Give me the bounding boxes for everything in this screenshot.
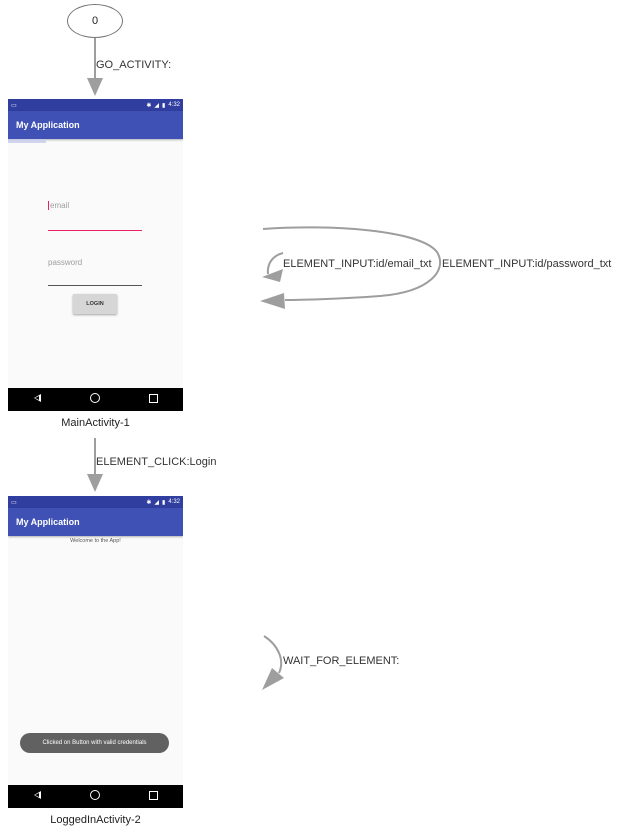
login-button-label: LOGIN	[86, 301, 104, 307]
edge-wait-loop	[263, 635, 283, 674]
toast-text: Clicked on Button with valid credentials	[42, 740, 147, 746]
toast-message: Clicked on Button with valid credentials	[20, 733, 169, 753]
node-label-loggedin-activity: LoggedInActivity-2	[50, 814, 141, 826]
arrowhead-element-click	[87, 474, 103, 492]
arrowhead-go-activity	[87, 78, 103, 96]
home-button[interactable]	[80, 393, 110, 406]
battery-icon: ▮	[162, 102, 166, 109]
action-bar: My Application	[8, 508, 183, 536]
bluetooth-icon: ✱	[146, 499, 152, 506]
home-icon	[90, 393, 101, 403]
back-icon	[33, 791, 41, 799]
app-title: My Application	[16, 517, 80, 527]
back-button[interactable]	[22, 791, 52, 802]
status-bar: ▭ ✱ ◢ ▮ 4:32	[8, 99, 183, 111]
edge-password-input-loop	[262, 226, 442, 301]
start-node: 0	[67, 4, 123, 38]
nav-bar	[8, 388, 183, 411]
status-bar: ▭ ✱ ◢ ▮ 4:32	[8, 496, 183, 508]
signal-icon: ◢	[154, 102, 159, 109]
back-button[interactable]	[22, 394, 52, 405]
back-icon	[33, 394, 41, 402]
arrowhead-password-input	[260, 293, 285, 309]
status-time: 4:32	[168, 102, 180, 108]
action-bar: My Application	[8, 111, 183, 139]
arrowhead-wait	[262, 668, 284, 690]
app-title: My Application	[16, 120, 80, 130]
login-button[interactable]: LOGIN	[73, 294, 117, 314]
password-underline	[48, 285, 142, 286]
recents-button[interactable]	[139, 393, 169, 406]
email-underline	[48, 230, 142, 231]
recents-button[interactable]	[139, 790, 169, 803]
password-placeholder: password	[48, 258, 83, 267]
status-time: 4:32	[168, 499, 180, 505]
edge-label-password-input: ELEMENT_INPUT:id/password_txt	[442, 258, 612, 270]
recents-icon	[149, 393, 159, 403]
home-button[interactable]	[80, 790, 110, 803]
nav-bar	[8, 785, 183, 808]
recents-icon	[149, 790, 159, 800]
password-field[interactable]: password	[48, 258, 142, 267]
edge-email-input-loop	[266, 252, 284, 275]
main-activity-screenshot: ▭ ✱ ◢ ▮ 4:32 My Application email passwo…	[8, 99, 183, 411]
loggedin-activity-screenshot: ▭ ✱ ◢ ▮ 4:32 My Application Welcome to t…	[8, 496, 183, 808]
signal-icon: ◢	[154, 499, 159, 506]
edge-label-email-input: ELEMENT_INPUT:id/email_txt	[283, 258, 432, 270]
node-label-main-activity: MainActivity-1	[61, 417, 130, 429]
email-field[interactable]: email	[48, 201, 142, 210]
email-placeholder: email	[50, 201, 70, 210]
decorative-strip	[8, 139, 46, 143]
arrowhead-email-input	[262, 269, 283, 282]
edge-label-wait-for-element: WAIT_FOR_ELEMENT:	[283, 655, 400, 667]
welcome-text: Welcome to the App!	[70, 538, 121, 544]
edge-label-element-click: ELEMENT_CLICK:Login	[96, 456, 217, 468]
notification-icon: ▭	[11, 102, 17, 109]
start-node-label: 0	[91, 15, 99, 27]
home-icon	[90, 790, 101, 800]
edge-label-go-activity: GO_ACTIVITY:	[96, 59, 172, 71]
text-cursor	[48, 201, 49, 210]
battery-icon: ▮	[162, 499, 166, 506]
bluetooth-icon: ✱	[146, 102, 152, 109]
notification-icon: ▭	[11, 499, 17, 506]
